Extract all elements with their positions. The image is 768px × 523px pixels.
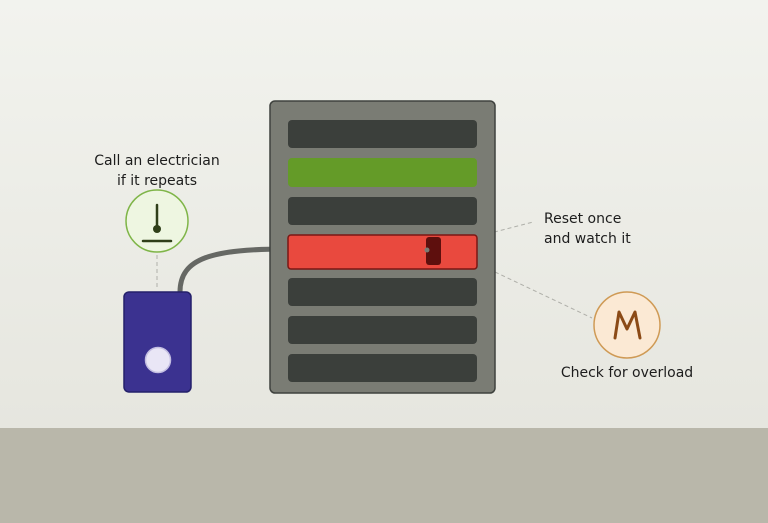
breaker-1[interactable] bbox=[288, 120, 477, 148]
overload-label: Check for overload bbox=[561, 365, 693, 381]
electrician-label-line1: Call an electrician bbox=[94, 153, 219, 169]
overload-leader-line bbox=[494, 271, 593, 319]
breaker-3[interactable] bbox=[288, 197, 477, 225]
floor bbox=[0, 428, 768, 523]
breaker-2[interactable] bbox=[288, 158, 477, 187]
reset-label-line1: Reset once bbox=[544, 211, 621, 227]
reset-label-line2: and watch it bbox=[544, 231, 631, 247]
device-button[interactable] bbox=[144, 346, 172, 374]
appliance-device bbox=[123, 291, 192, 393]
breaker-5[interactable] bbox=[288, 278, 477, 306]
breaker-panel bbox=[269, 100, 496, 394]
overload-badge bbox=[593, 291, 661, 359]
tripped-breaker-switch[interactable] bbox=[426, 237, 441, 265]
switch-pin bbox=[424, 247, 430, 253]
breaker-7[interactable] bbox=[288, 354, 477, 382]
overload-badge-circle bbox=[593, 291, 661, 359]
breaker-4-tripped[interactable] bbox=[287, 234, 478, 270]
ground-symbol-icon bbox=[141, 203, 173, 243]
overload-wave-icon bbox=[613, 310, 642, 340]
breaker-6[interactable] bbox=[288, 316, 477, 344]
device-cable bbox=[177, 246, 290, 295]
device-body bbox=[123, 291, 192, 393]
electrician-badge bbox=[125, 189, 189, 253]
electrician-label-line2: if it repeats bbox=[117, 173, 197, 189]
